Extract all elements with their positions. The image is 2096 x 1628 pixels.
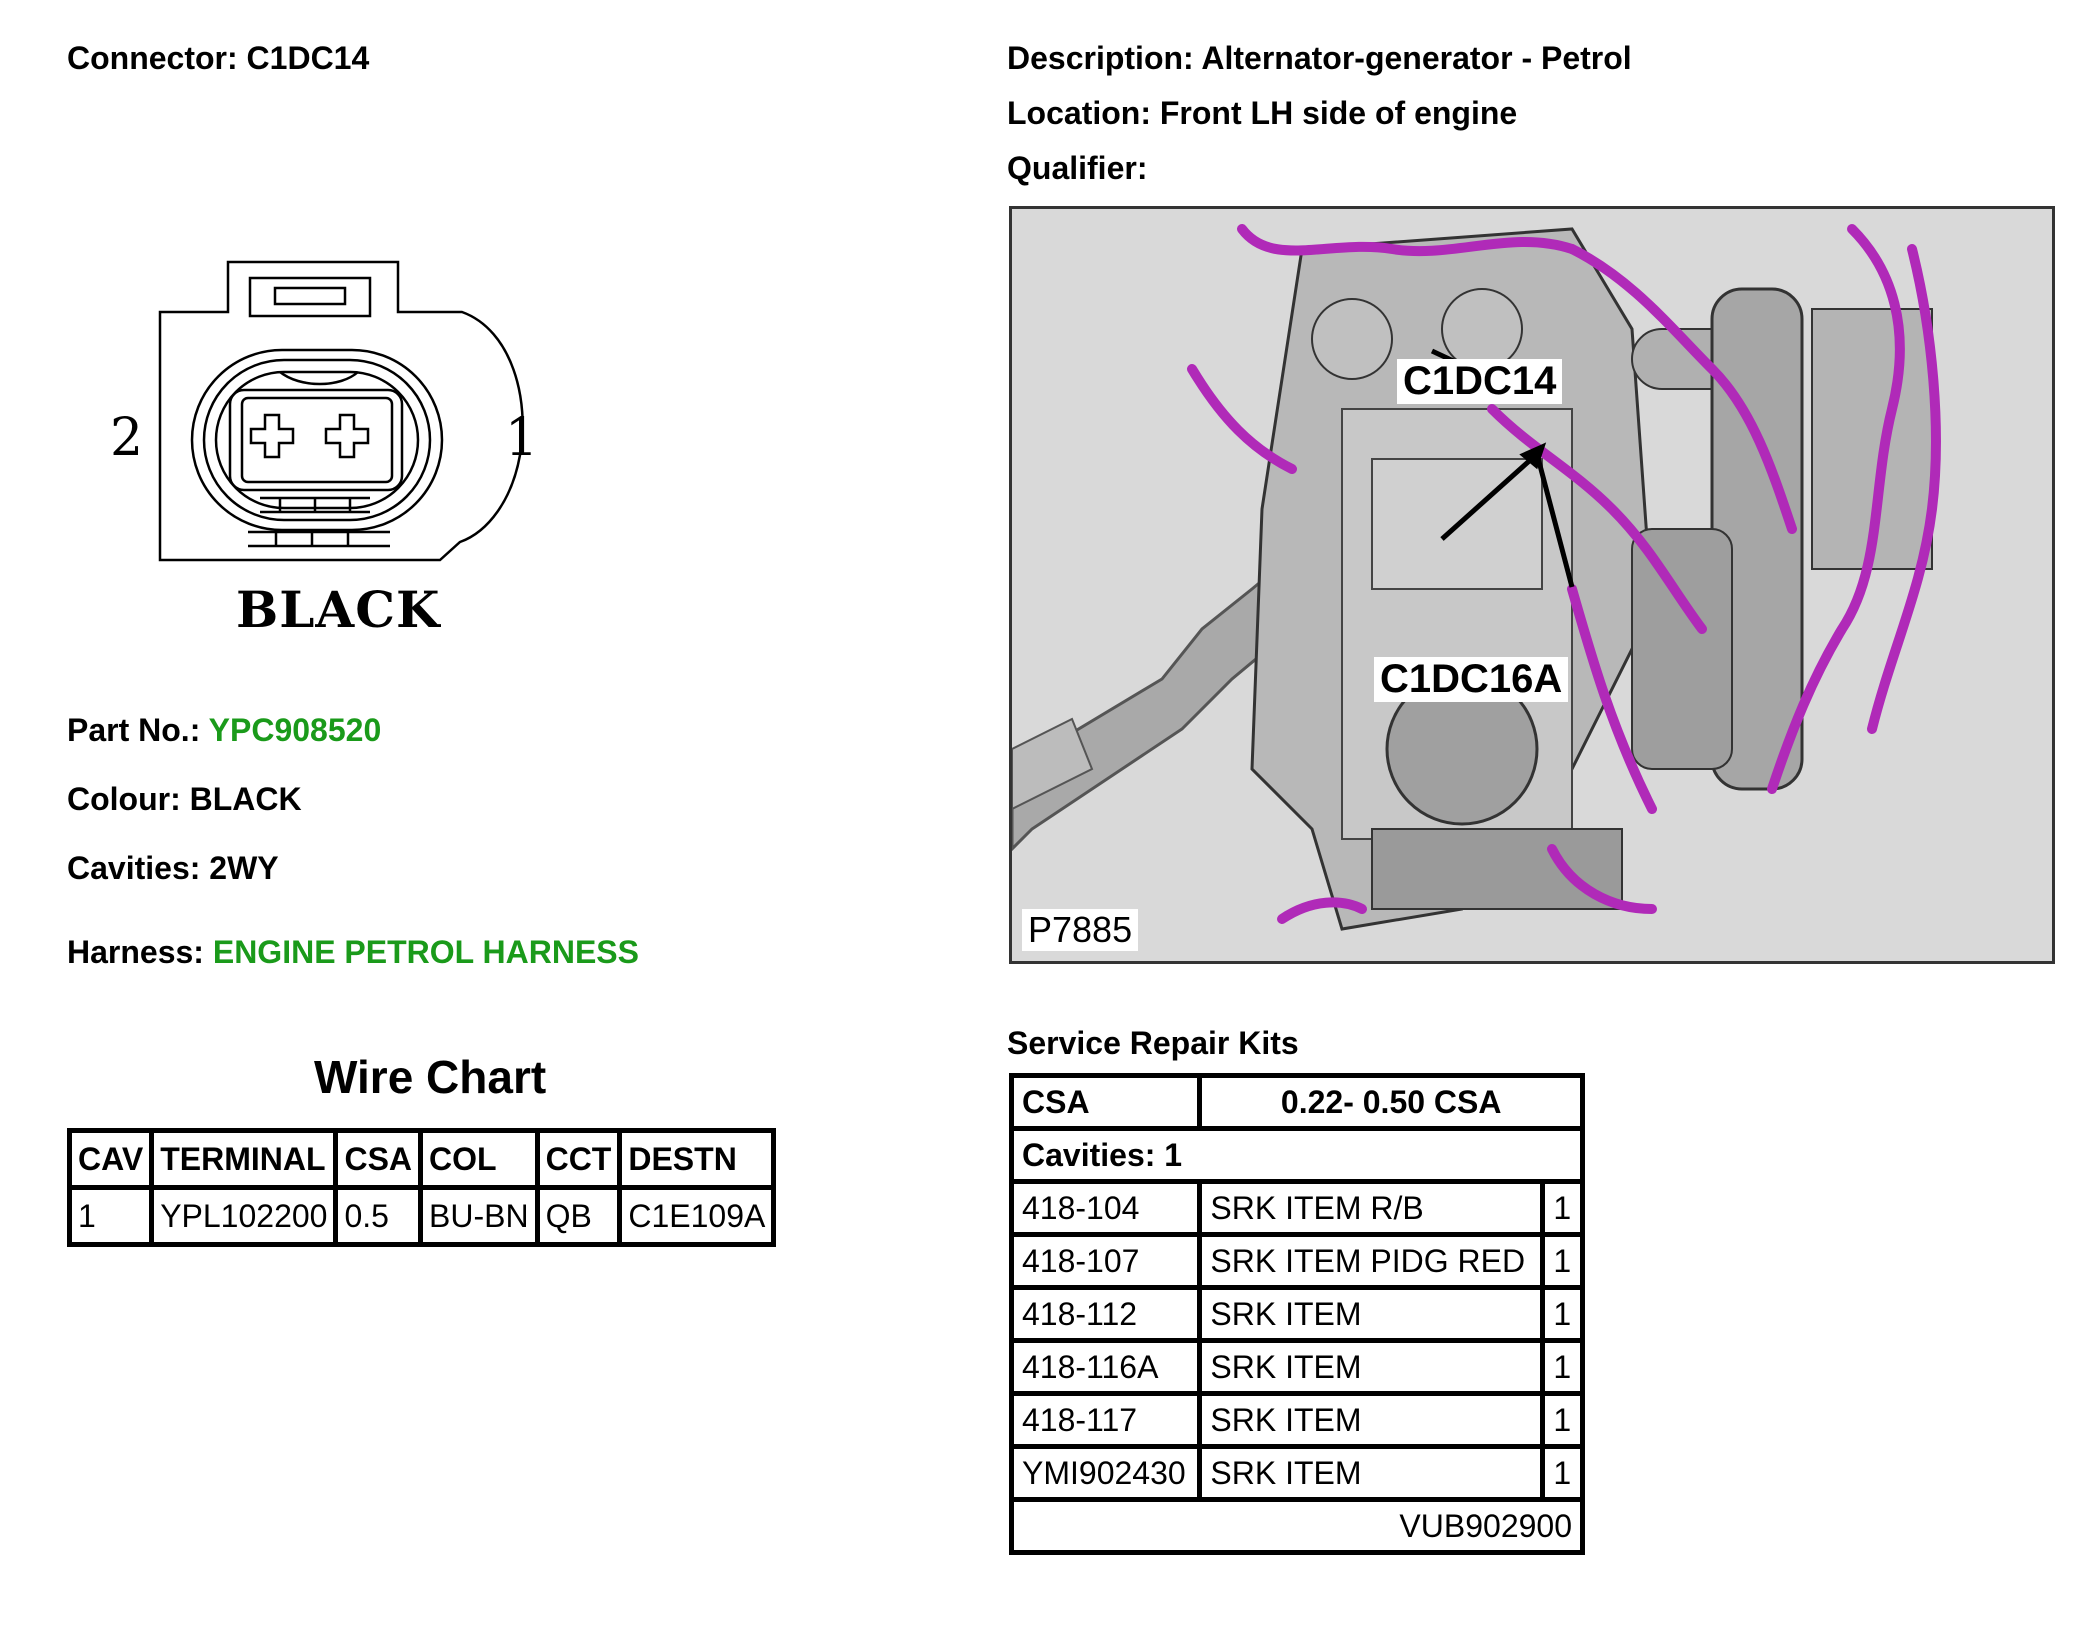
qualifier-line: Qualifier: [1007, 150, 1147, 187]
location-value: Front LH side of engine [1159, 95, 1518, 131]
table-row: 418-104 SRK ITEM R/B 1 [1008, 1179, 1586, 1237]
col-header-csa: CSA [333, 1128, 424, 1190]
cell-csa: 0.5 [333, 1185, 424, 1247]
cell-terminal: YPL102200 [149, 1185, 339, 1247]
connector-colour-caption: BLACK [236, 580, 441, 639]
wire-chart-header-row: CAV TERMINAL CSA COL CCT DESTN [66, 1128, 777, 1190]
table-row: 418-107 SRK ITEM PIDG RED 1 [1008, 1232, 1586, 1290]
kit-description: SRK ITEM [1197, 1444, 1545, 1502]
connector-face-diagram [158, 260, 524, 562]
kit-footer-row: VUB902900 [1009, 1497, 1585, 1555]
pin-label-1: 1 [505, 408, 539, 468]
connector-value: C1DC14 [246, 40, 370, 76]
kit-qty: 1 [1539, 1232, 1586, 1290]
callout-c1dc16a: C1DC16A [1374, 657, 1569, 702]
image-reference: P7885 [1022, 909, 1139, 951]
engine-illustration [1012, 209, 2052, 961]
location-label: Location: [1007, 95, 1151, 131]
kit-description: SRK ITEM [1197, 1285, 1545, 1343]
pin-label-2: 2 [110, 408, 144, 468]
kit-description: SRK ITEM [1197, 1338, 1545, 1396]
kit-part-no: YMI902430 [1008, 1444, 1203, 1502]
col-header-col: COL [418, 1128, 540, 1190]
wire-chart-table: CAV TERMINAL CSA COL CCT DESTN 1 YPL1022… [66, 1128, 777, 1247]
description-line: Description: Alternator-generator - Petr… [1007, 40, 1632, 77]
location-line: Location: Front LH side of engine [1007, 95, 1517, 132]
terminal-crosses [249, 413, 370, 459]
kit-qty: 1 [1539, 1285, 1586, 1343]
cavities-row: Cavities: 1 [1009, 1126, 1585, 1184]
csa-value: 0.22- 0.50 CSA [1197, 1073, 1585, 1131]
description-label: Description: [1007, 40, 1194, 76]
part-no-link[interactable]: YPC908520 [208, 712, 382, 748]
colour-label: Colour: [67, 781, 181, 817]
kit-qty: 1 [1539, 1179, 1586, 1237]
col-header-cct: CCT [534, 1128, 623, 1190]
table-row: 1 YPL102200 0.5 BU-BN QB C1E109A [66, 1185, 777, 1247]
engine-location-image: C1DC14 C1DC16A P7885 [1009, 206, 2055, 964]
kit-part-no: 418-104 [1008, 1179, 1203, 1237]
connector-line: Connector: C1DC14 [67, 40, 369, 77]
table-row: 418-112 SRK ITEM 1 [1008, 1285, 1586, 1343]
kit-part-no: 418-112 [1008, 1285, 1203, 1343]
harness-line: Harness: ENGINE PETROL HARNESS [67, 934, 639, 971]
cell-col: BU-BN [418, 1185, 540, 1247]
connector-label: Connector: [67, 40, 238, 76]
colour-line: Colour: BLACK [67, 781, 302, 818]
kit-description: SRK ITEM PIDG RED [1197, 1232, 1545, 1290]
cavities-value: 2WY [209, 850, 279, 886]
col-header-cav: CAV [66, 1128, 155, 1190]
qualifier-label: Qualifier: [1007, 150, 1148, 186]
cell-cav: 1 [66, 1185, 155, 1247]
colour-value: BLACK [189, 781, 302, 817]
harness-link[interactable]: ENGINE PETROL HARNESS [212, 934, 639, 970]
cavities-line: Cavities: 2WY [67, 850, 279, 887]
csa-row: CSA 0.22- 0.50 CSA [1008, 1073, 1585, 1131]
kit-description: SRK ITEM [1197, 1391, 1545, 1449]
kit-part-no: 418-107 [1008, 1232, 1203, 1290]
table-row: 418-116A SRK ITEM 1 [1008, 1338, 1586, 1396]
table-row: 418-117 SRK ITEM 1 [1008, 1391, 1586, 1449]
col-header-destn: DESTN [617, 1128, 777, 1190]
cell-destn: C1E109A [617, 1185, 777, 1247]
kit-qty: 1 [1539, 1391, 1586, 1449]
callout-c1dc14: C1DC14 [1397, 359, 1563, 404]
service-repair-kits-table: CSA 0.22- 0.50 CSA Cavities: 1 418-104 S… [1008, 1073, 1586, 1555]
kit-number: VUB902900 [1009, 1497, 1585, 1555]
part-no-label: Part No.: [67, 712, 201, 748]
kit-qty: 1 [1539, 1444, 1586, 1502]
wire-chart-title: Wire Chart [314, 1051, 547, 1103]
kit-qty: 1 [1539, 1338, 1586, 1396]
csa-label: CSA [1008, 1073, 1203, 1131]
description-value: Alternator-generator - Petrol [1201, 40, 1632, 76]
cavities-label: Cavities: [67, 850, 201, 886]
kit-part-no: 418-116A [1008, 1338, 1203, 1396]
table-row: YMI902430 SRK ITEM 1 [1008, 1444, 1586, 1502]
kit-description: SRK ITEM R/B [1197, 1179, 1545, 1237]
kit-part-no: 418-117 [1008, 1391, 1203, 1449]
col-header-terminal: TERMINAL [149, 1128, 339, 1190]
harness-label: Harness: [67, 934, 204, 970]
cell-cct: QB [534, 1185, 623, 1247]
kit-cavities: Cavities: 1 [1009, 1126, 1585, 1184]
service-repair-kits-title: Service Repair Kits [1007, 1025, 1299, 1061]
harness-wires [1187, 224, 1941, 924]
part-no-line: Part No.: YPC908520 [67, 712, 381, 749]
